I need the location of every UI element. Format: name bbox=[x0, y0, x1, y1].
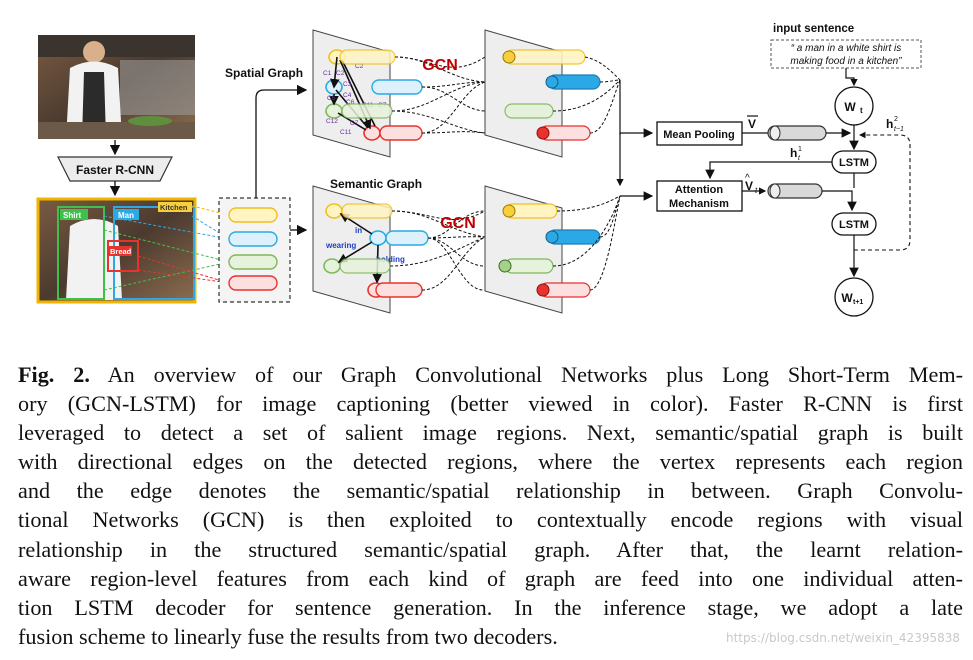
spatial-edge-label: C3 bbox=[343, 81, 352, 88]
semantic-gcn-connections bbox=[389, 210, 486, 291]
figure-caption: Fig. 2. An overview of our Graph Convolu… bbox=[18, 360, 963, 651]
region-label-man: Man bbox=[118, 211, 134, 220]
h1-base: h bbox=[790, 146, 797, 160]
spatial-graph-tubes bbox=[339, 49, 423, 141]
spatial-edge-label: C4 bbox=[343, 92, 352, 99]
semantic-graph-label: Semantic Graph bbox=[330, 177, 422, 191]
spatial-edge-label: C11 bbox=[340, 129, 352, 136]
wt1-subscript: t+1 bbox=[853, 299, 863, 306]
lstm-bottom-node: LSTM bbox=[831, 212, 877, 236]
caption-line: aware region-level features from each ki… bbox=[18, 565, 963, 591]
wt1-label: W bbox=[841, 291, 853, 305]
wt-plus-1-node: W t+1 bbox=[834, 277, 874, 317]
gcn-lstm-overview-diagram: Faster R-CNN Shirt Man Kitchen Bread bbox=[36, 23, 922, 317]
lstm-top-node: LSTM bbox=[831, 150, 877, 174]
spatial-gcn-connections bbox=[391, 56, 486, 134]
caption-line: and the edge denotes the semantic/spatia… bbox=[18, 478, 963, 504]
semantic-output-panel bbox=[484, 185, 601, 314]
caption-line-text: An overview of our Graph Convolutional N… bbox=[89, 362, 963, 387]
gcn-label-semantic: GCN bbox=[440, 215, 476, 232]
figure-label: Fig. 2. bbox=[18, 362, 90, 387]
v-hat-subscript: t bbox=[755, 186, 758, 195]
caption-line: relationship in the structured semantic/… bbox=[18, 536, 963, 562]
caption-line: ory (GCN-LSTM) for image captioning (bet… bbox=[18, 391, 963, 417]
region-label-shirt: Shirt bbox=[63, 211, 82, 220]
caption-line: with directional edges on the detected r… bbox=[18, 449, 963, 475]
v-bar-feature-tube bbox=[767, 125, 827, 141]
v-hat-symbol: V bbox=[745, 179, 753, 193]
spatial-edge-label: C7 bbox=[350, 120, 359, 127]
spatial-output-panel bbox=[484, 29, 601, 158]
caption-line: leveraged to detect a set of salient ima… bbox=[18, 420, 963, 446]
attention-label-line1: Attention bbox=[675, 184, 724, 196]
wt-label: W bbox=[844, 100, 856, 114]
attention-mechanism-box: Attention Mechanism bbox=[656, 180, 743, 212]
lstm-top-label: LSTM bbox=[839, 157, 869, 169]
h2-base: h bbox=[886, 117, 893, 131]
wt-subscript: t bbox=[860, 106, 863, 115]
mean-pooling-label: Mean Pooling bbox=[663, 129, 735, 141]
wt-node: W t bbox=[834, 86, 874, 126]
region-label-kitchen: Kitchen bbox=[160, 203, 188, 212]
attention-label-line2: Mechanism bbox=[669, 198, 729, 210]
detected-regions-photo: Shirt Man Kitchen Bread bbox=[36, 197, 197, 304]
gcn-label-spatial: GCN bbox=[422, 57, 458, 74]
spatial-edge-label: C12 bbox=[326, 118, 338, 125]
input-sentence-line2: making food in a kitchen” bbox=[790, 56, 902, 67]
mean-pooling-box: Mean Pooling bbox=[656, 121, 743, 146]
spatial-edge-label: C5 bbox=[327, 95, 336, 102]
input-sentence-box: “ a man in a white shirt is making food … bbox=[770, 39, 922, 69]
input-sentence-line1: “ a man in a white shirt is bbox=[791, 43, 902, 54]
h1-subscript: t bbox=[798, 155, 801, 162]
h2-subscript: t−1 bbox=[894, 126, 904, 133]
h1-superscript: 1 bbox=[798, 146, 802, 153]
input-photo bbox=[38, 35, 195, 139]
faster-rcnn-label: Faster R-CNN bbox=[76, 163, 154, 177]
semantic-edge-holding: holding bbox=[376, 255, 405, 264]
semantic-edge-in: in bbox=[355, 226, 362, 235]
caption-line: tion LSTM decoder for sentence generatio… bbox=[18, 594, 963, 620]
v-hat-feature-tube bbox=[767, 183, 823, 199]
faster-rcnn-block: Faster R-CNN bbox=[57, 156, 173, 182]
spatial-graph-label: Spatial Graph bbox=[225, 66, 303, 80]
spatial-edge-label: C1 bbox=[323, 70, 332, 77]
spatial-edge-label: C6 bbox=[346, 99, 355, 106]
caption-line: tional Networks (GCN) is then exploited … bbox=[18, 507, 963, 533]
region-label-bread: Bread bbox=[110, 247, 132, 256]
output-merge-lines bbox=[552, 56, 621, 291]
semantic-graph-tubes bbox=[339, 203, 429, 298]
input-sentence-title: input sentence bbox=[773, 23, 854, 35]
semantic-edge-wearing: wearing bbox=[325, 241, 356, 250]
caption-line: Fig. 2. An overview of our Graph Convolu… bbox=[18, 360, 963, 389]
watermark-url: https://blog.csdn.net/weixin_42395838 bbox=[725, 631, 960, 645]
caption-line: fusion scheme to linearly fuse the resul… bbox=[18, 623, 558, 649]
v-hat-hat: ^ bbox=[745, 173, 750, 184]
v-bar-symbol: V bbox=[748, 117, 756, 131]
h2-superscript: 2 bbox=[894, 116, 898, 123]
spatial-edge-label: C2 bbox=[336, 70, 345, 77]
spatial-edge-label: C2 bbox=[355, 63, 364, 70]
lstm-bottom-label: LSTM bbox=[839, 219, 869, 231]
region-features-box bbox=[218, 197, 291, 303]
